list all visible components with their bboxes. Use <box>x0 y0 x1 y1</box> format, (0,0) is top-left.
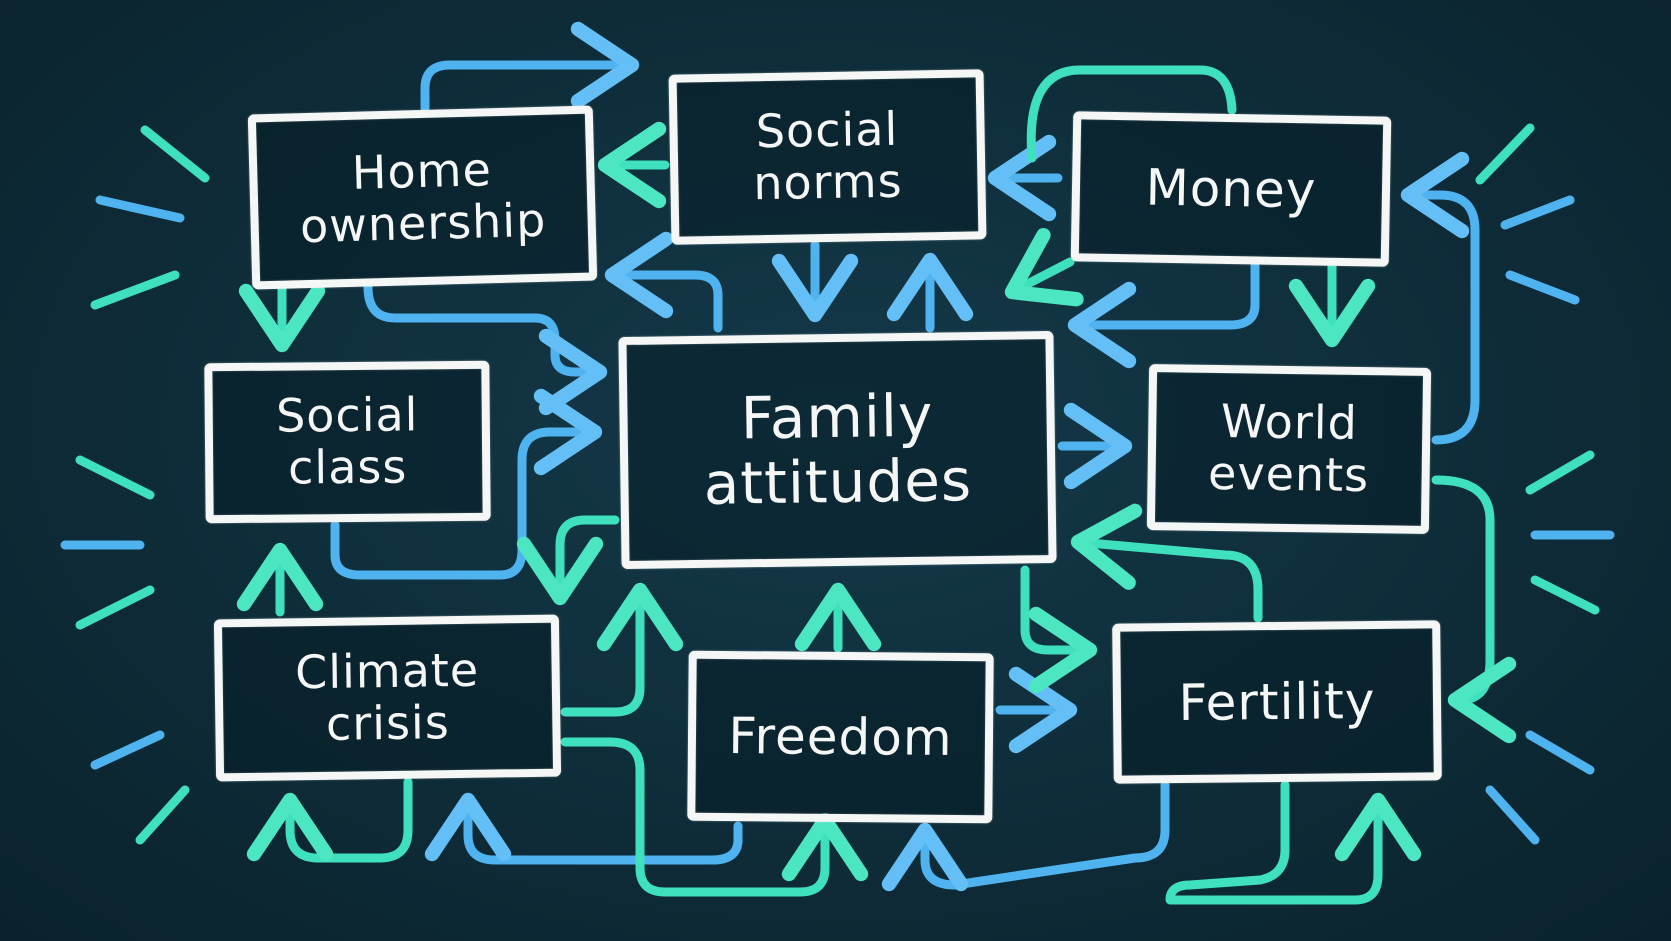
arrow-freedom-to-climate <box>424 792 743 865</box>
arrow-fertility-to-family <box>1070 503 1263 623</box>
arrow-climate-to-freedom <box>560 737 869 897</box>
node-world-events: World events <box>1146 364 1432 534</box>
arrow-world-to-money <box>1400 151 1480 445</box>
node-label: Social class <box>275 387 419 495</box>
arrow-family-to-climate <box>516 515 620 606</box>
arrow-climate-loop <box>246 777 413 863</box>
decorative-rays-left <box>60 125 210 845</box>
node-family-attitudes: Family attitudes <box>618 330 1057 570</box>
node-label: Home ownership <box>299 142 547 253</box>
arrow-fertility-to-freedom <box>881 780 1170 892</box>
node-label: Money <box>1145 158 1317 220</box>
arrow-family-to-fertility <box>1020 565 1098 694</box>
arrow-home-to-family <box>363 282 608 416</box>
node-label: Fertility <box>1178 671 1376 733</box>
arrow-climate-to-family <box>560 582 684 717</box>
node-label: Climate crisis <box>294 643 480 751</box>
decorative-rays-right <box>1475 123 1615 845</box>
node-label: Social norms <box>752 102 903 211</box>
arrow-money-lower-loop <box>1067 261 1260 369</box>
node-social-class: Social class <box>204 360 491 524</box>
node-social-norms: Social norms <box>668 69 987 245</box>
node-label: World events <box>1207 394 1370 503</box>
arrow-home-to-norms <box>420 21 640 113</box>
arrow-fertility-loop <box>1165 780 1422 905</box>
node-climate-crisis: Climate crisis <box>213 614 562 782</box>
arrow-class-to-family <box>330 388 603 580</box>
node-home-ownership: Home ownership <box>247 105 598 290</box>
node-fertility: Fertility <box>1112 620 1442 784</box>
arrow-family-to-home <box>604 231 723 333</box>
node-money: Money <box>1070 111 1392 267</box>
arrow-world-to-fertility <box>1431 475 1517 744</box>
node-label: Freedom <box>728 707 953 767</box>
node-label: Family attitudes <box>703 381 973 518</box>
arrow-money-to-family <box>1004 228 1084 307</box>
node-freedom: Freedom <box>687 650 994 824</box>
arrow-money-loop <box>1026 65 1237 163</box>
